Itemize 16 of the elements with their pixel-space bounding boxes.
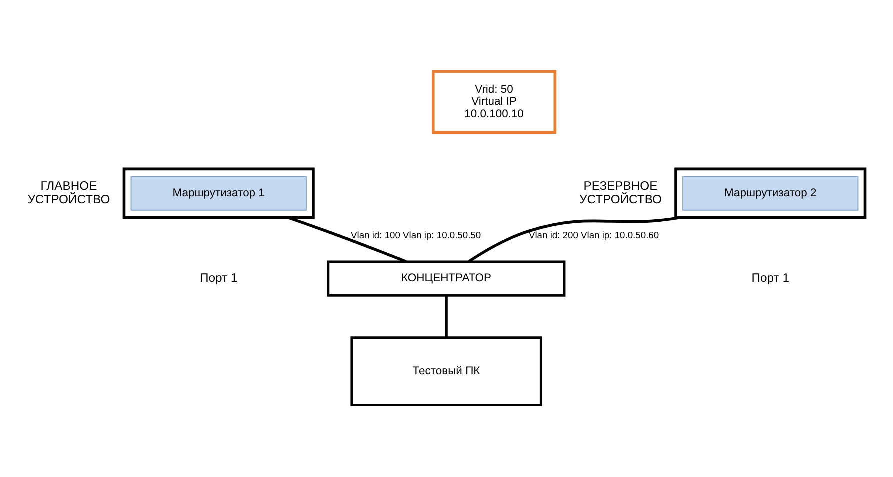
edge-label: Vlan id: 100 Vlan ip: 10.0.50.50 — [351, 230, 482, 240]
label: Порт 1 — [752, 270, 790, 285]
node-box: Маршрутизатор 2 — [682, 176, 859, 211]
label: РЕЗЕРВНОЕ УСТРОЙСТВО — [579, 179, 662, 206]
cluster — [122, 168, 315, 220]
edge-label: Vlan id: 200 Vlan ip: 10.0.50.60 — [529, 230, 660, 240]
node-box: КОНЦЕНТРАТОР — [327, 260, 566, 297]
cluster — [674, 168, 867, 220]
node-box: Тестовый ПК — [350, 336, 542, 406]
label: Порт 1 — [200, 270, 238, 285]
connector — [288, 216, 407, 264]
connector — [468, 216, 680, 263]
node-box: Маршрутизатор 1 — [130, 176, 307, 211]
connector — [445, 296, 448, 338]
label: ГЛАВНОЕ УСТРОЙСТВО — [28, 179, 110, 206]
node-box: Vrid: 50 Virtual IP 10.0.100.10 — [432, 70, 557, 134]
